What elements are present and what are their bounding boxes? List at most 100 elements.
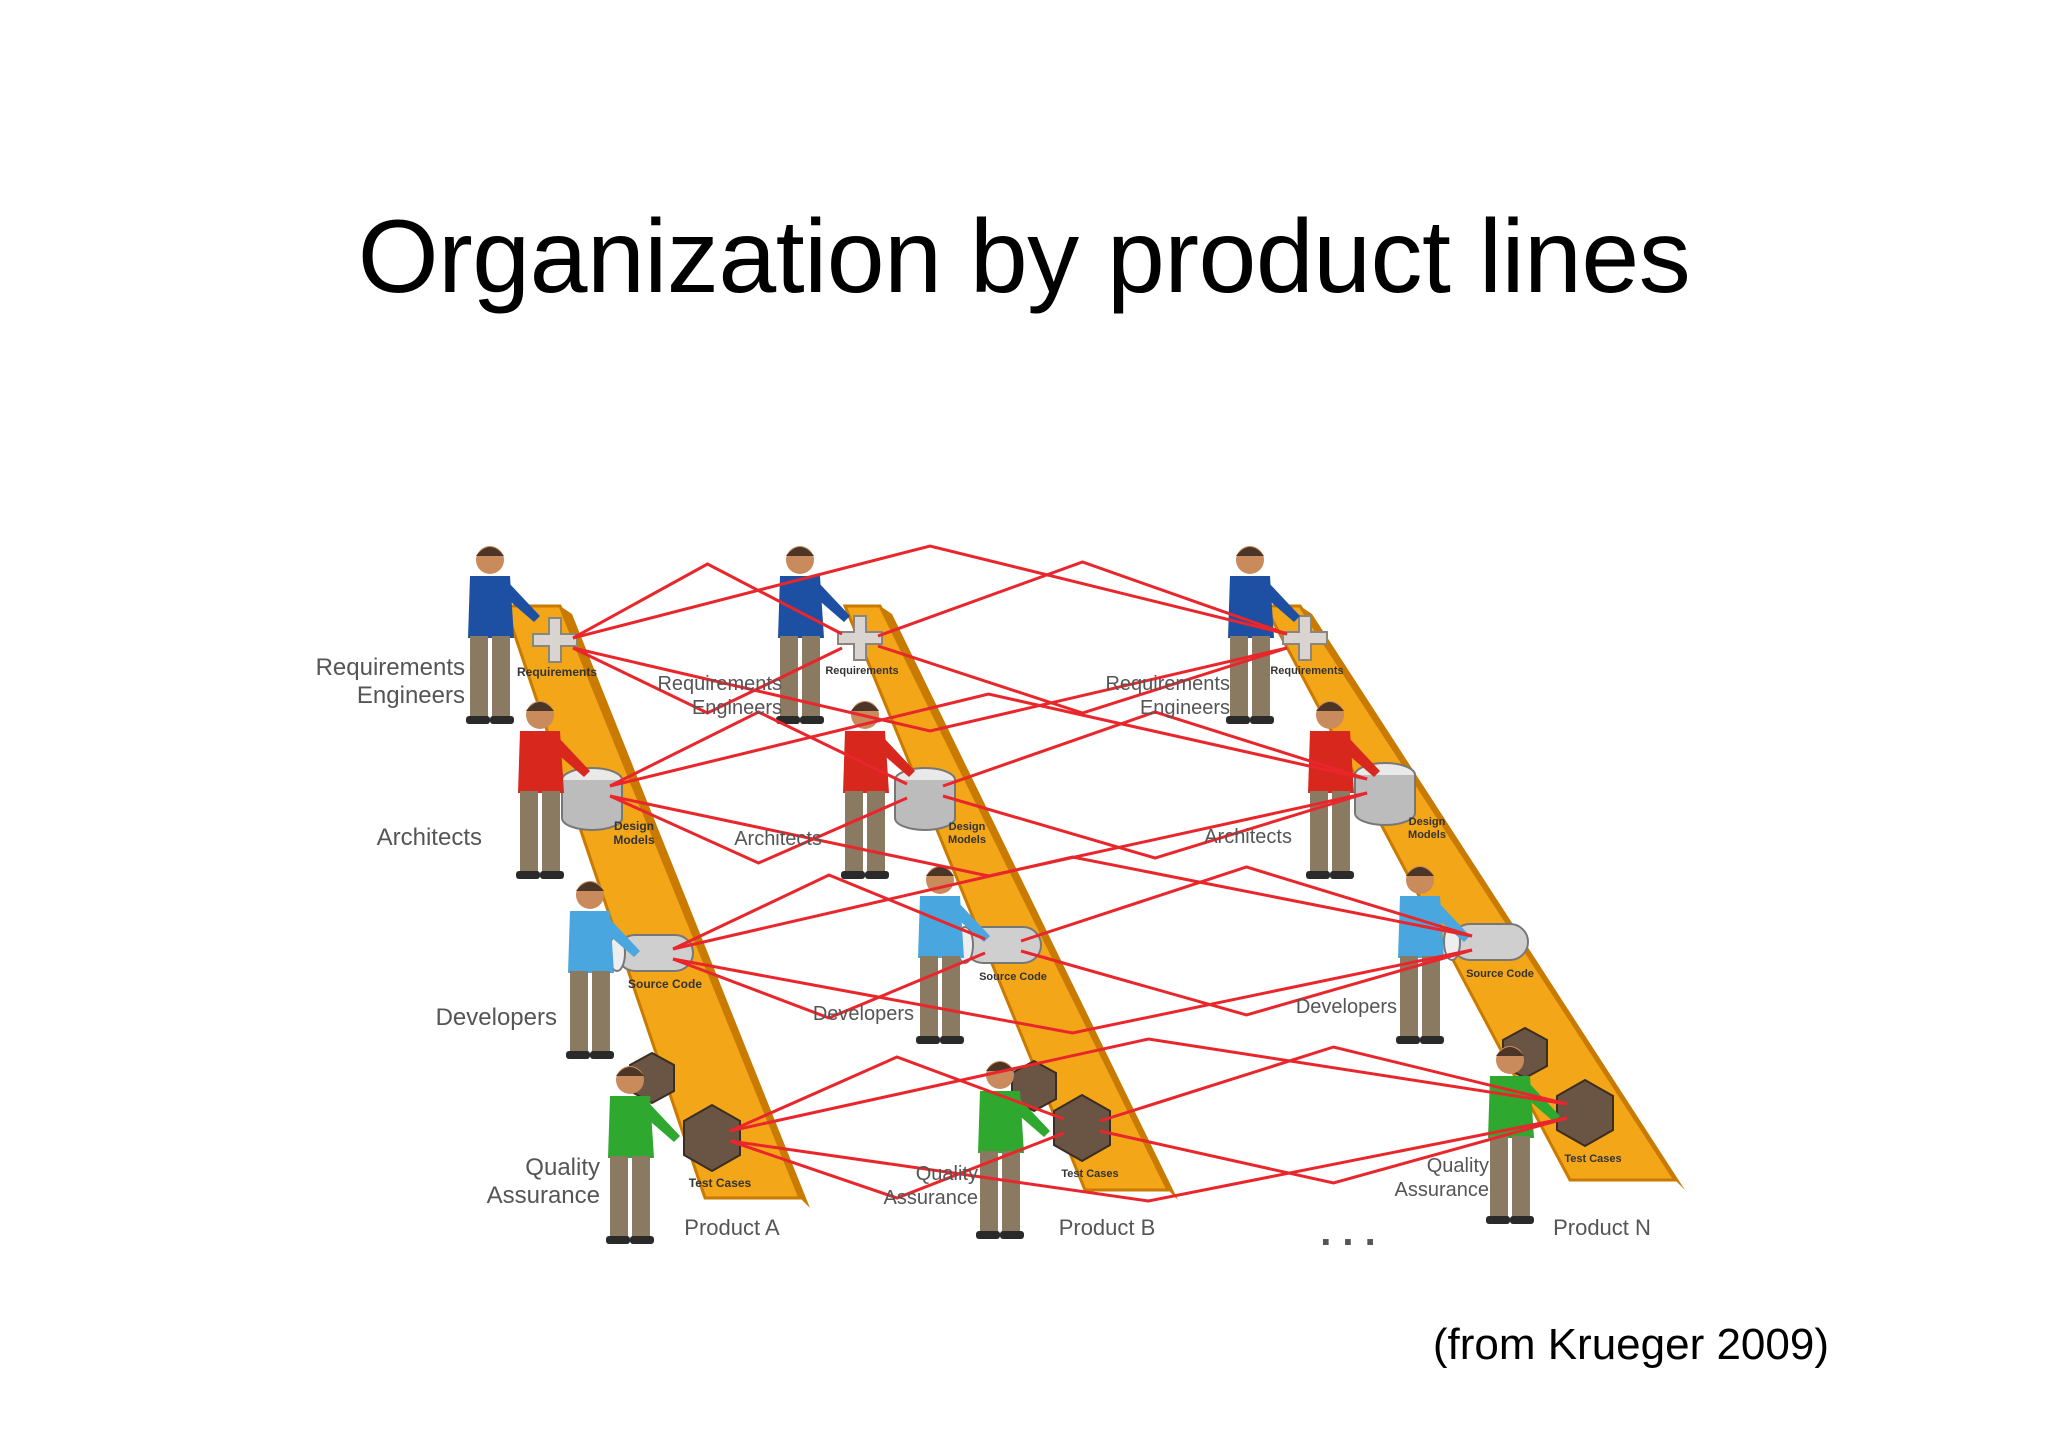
arm bbox=[1014, 1097, 1050, 1137]
arm bbox=[554, 737, 590, 777]
leg bbox=[1002, 1151, 1020, 1233]
shoe bbox=[865, 871, 889, 879]
product-2-qa-engineer bbox=[976, 1061, 1050, 1239]
leg bbox=[1252, 636, 1270, 718]
shoe bbox=[800, 716, 824, 724]
connector-line bbox=[1020, 948, 1473, 1017]
connector-line bbox=[877, 560, 1288, 638]
shoe bbox=[466, 716, 490, 724]
product-1-design-artifact bbox=[561, 780, 623, 831]
connector-line bbox=[672, 855, 1473, 951]
cross-product-connectors bbox=[572, 544, 1568, 1203]
leg bbox=[632, 1156, 650, 1238]
leg bbox=[570, 971, 588, 1053]
leg bbox=[980, 1151, 998, 1233]
shoe bbox=[516, 871, 540, 879]
hair bbox=[786, 547, 814, 556]
product-1-tests-label: Test Cases bbox=[689, 1176, 752, 1190]
hair bbox=[926, 867, 954, 876]
arm bbox=[1344, 737, 1380, 777]
arm bbox=[879, 737, 915, 777]
connector-line bbox=[609, 794, 908, 865]
product-3-developers-role-label: Developers bbox=[1296, 996, 1397, 1018]
leg bbox=[610, 1156, 628, 1238]
torso bbox=[918, 896, 964, 958]
shoe bbox=[590, 1051, 614, 1059]
shoe bbox=[1510, 1216, 1534, 1224]
product-3-name: Product N bbox=[1553, 1215, 1651, 1240]
shoe bbox=[630, 1236, 654, 1244]
hair bbox=[616, 1067, 644, 1076]
connector-line bbox=[572, 544, 1288, 640]
leg bbox=[592, 971, 610, 1053]
arm bbox=[1264, 582, 1300, 622]
product-2-design-artifact bbox=[894, 780, 956, 831]
shoe bbox=[606, 1236, 630, 1244]
connector-line bbox=[672, 951, 986, 1020]
shoe bbox=[1330, 871, 1354, 879]
product-3-requirements-label: Requirements bbox=[1270, 665, 1343, 677]
slide-title: Organization by product lines bbox=[357, 199, 1691, 315]
product-3-belt-edge bbox=[1300, 606, 1685, 1190]
hair bbox=[1406, 867, 1434, 876]
ellipsis: . . . bbox=[1320, 1210, 1376, 1254]
arm bbox=[604, 917, 640, 957]
leg bbox=[1230, 636, 1248, 718]
torso bbox=[778, 576, 824, 638]
leg bbox=[1512, 1136, 1530, 1218]
leg bbox=[1310, 791, 1328, 873]
product-2-tests-label: Test Cases bbox=[1061, 1168, 1118, 1180]
connector-line bbox=[1099, 1045, 1568, 1123]
connector-line bbox=[572, 646, 1288, 733]
product-1-qa-engineer bbox=[606, 1066, 680, 1244]
connector-line bbox=[729, 1037, 1568, 1133]
product-3-design-artifact bbox=[1354, 775, 1416, 826]
connector-line bbox=[942, 710, 1368, 788]
hair bbox=[1236, 547, 1264, 556]
shoe bbox=[1306, 871, 1330, 879]
leg bbox=[920, 956, 938, 1038]
product-2-architect bbox=[841, 701, 915, 879]
shoe bbox=[566, 1051, 590, 1059]
shoe bbox=[540, 871, 564, 879]
connector-line bbox=[729, 1116, 1568, 1203]
torso bbox=[608, 1096, 654, 1158]
connector-line bbox=[1099, 1116, 1568, 1185]
arm bbox=[504, 582, 540, 622]
product-1-tests-artifact bbox=[683, 1103, 741, 1173]
connector-line bbox=[609, 710, 908, 788]
product-2-developers-role-label: Developers bbox=[813, 1003, 914, 1025]
product-3-tests-artifact bbox=[1556, 1078, 1614, 1148]
leg bbox=[802, 636, 820, 718]
connector-line bbox=[1020, 865, 1473, 943]
product-1-belt-edge bbox=[560, 606, 810, 1208]
leg bbox=[942, 956, 960, 1038]
connector-line bbox=[672, 873, 986, 951]
arm bbox=[814, 582, 850, 622]
product-2-name: Product B bbox=[1059, 1215, 1156, 1240]
shoe bbox=[916, 1036, 940, 1044]
product-1-requirements-artifact bbox=[532, 617, 578, 663]
hair bbox=[1496, 1047, 1524, 1056]
product-3-qa-engineer bbox=[1486, 1046, 1560, 1224]
product-2-requirements-engineer bbox=[776, 546, 850, 724]
connector-line bbox=[609, 692, 1368, 788]
torso bbox=[843, 731, 889, 793]
arm bbox=[644, 1102, 680, 1142]
connector-line bbox=[729, 1131, 1065, 1200]
product-1-requirements-engineer bbox=[466, 546, 540, 724]
shoe bbox=[940, 1036, 964, 1044]
product-1-architects-role-label: Architects bbox=[377, 824, 482, 851]
leg bbox=[1422, 956, 1440, 1038]
leg bbox=[1400, 956, 1418, 1038]
arm bbox=[954, 902, 990, 942]
leg bbox=[1332, 791, 1350, 873]
connector-line bbox=[942, 791, 1368, 860]
